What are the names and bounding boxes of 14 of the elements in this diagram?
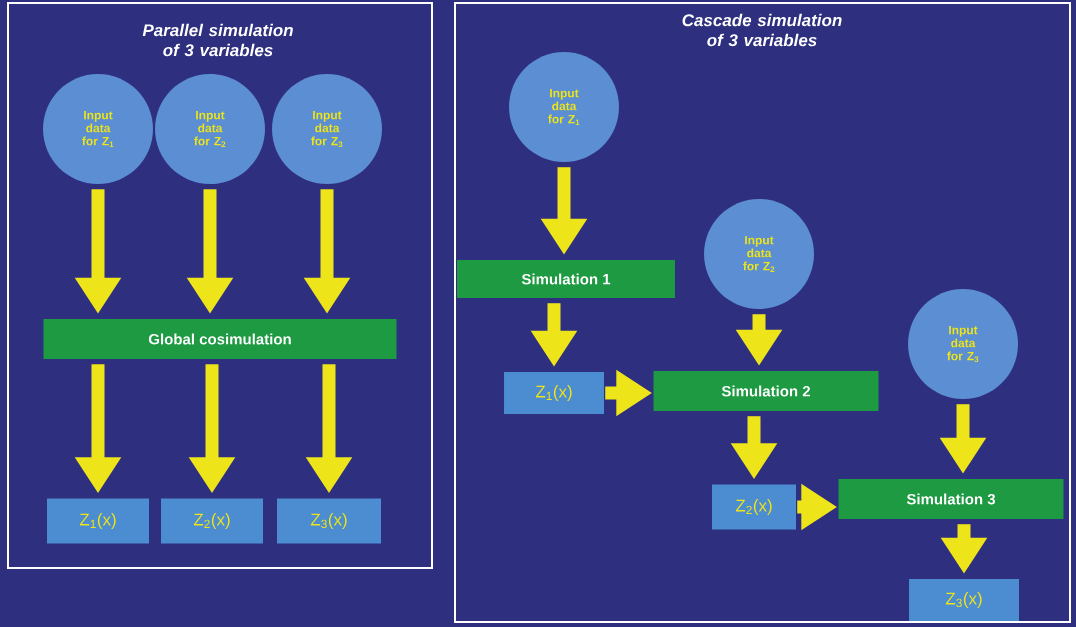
result-box: Z$_{2}$(x) xyxy=(161,498,263,544)
panel-title: Parallel simulation of 3 variables xyxy=(142,23,293,57)
result-box: Z$_{3}$(x) xyxy=(277,498,381,544)
simulation-box: Global cosimulation xyxy=(43,319,397,359)
result-box: Z$_{2}$(x) xyxy=(712,484,796,530)
simulation-box: Simulation 3 xyxy=(838,479,1064,519)
panel xyxy=(7,2,433,569)
simulation-box: Simulation 2 xyxy=(653,371,879,411)
simulation-box: Simulation 1 xyxy=(457,260,675,298)
result-box: Z$_{1}$(x) xyxy=(47,498,149,544)
result-box: Z$_{3}$(x) xyxy=(909,579,1019,621)
panel xyxy=(454,2,1071,623)
result-box: Z$_{1}$(x) xyxy=(504,372,604,414)
panel-title: Cascade simulation of 3 variables xyxy=(682,13,842,47)
